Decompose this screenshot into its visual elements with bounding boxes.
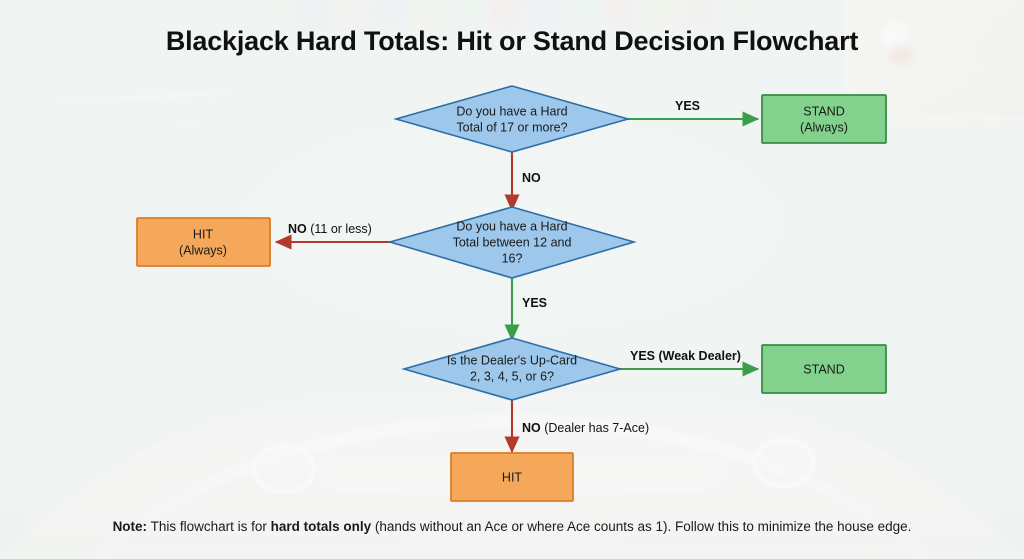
decision-3-line-2: 2, 3, 4, 5, or 6? [470,369,554,383]
decision-3-line-1: Is the Dealer's Up-Card [447,353,577,367]
edge-label-no-dealer-7-ace: NO (Dealer has 7-Ace) [522,421,649,435]
footer-note-text-1: This flowchart is for [147,519,271,534]
decision-2-line-3: 16? [502,251,523,265]
footer-note: Note: This flowchart is for hard totals … [0,519,1024,534]
hit-always-line-1: HIT [193,227,214,241]
decision-1-line-1: Do you have a Hard [456,104,567,118]
decision-dealer-upcard-2-to-6[interactable]: Is the Dealer's Up-Card 2, 3, 4, 5, or 6… [401,337,623,401]
stand-always-line-2: (Always) [800,120,848,134]
footer-note-emphasis: hard totals only [270,519,372,534]
decision-hard-total-17-or-more[interactable]: Do you have a Hard Total of 17 or more? [393,85,631,153]
stand-line-1: STAND [803,362,844,376]
decision-2-line-2: Total between 12 and [453,235,572,249]
decision-hard-total-12-to-16[interactable]: Do you have a Hard Total between 12 and … [387,206,637,279]
edge-label-no-11-or-less: NO (11 or less) [288,222,372,236]
stand-always-line-1: STAND [803,104,844,118]
node-stand[interactable]: STAND [761,344,887,394]
decision-1-line-2: Total of 17 or more? [456,120,567,134]
hit-line-1: HIT [502,470,523,484]
edge-label-yes-to-decision-3: YES [522,296,547,310]
edge-label-yes-stand-always: YES [675,99,700,113]
node-stand-always[interactable]: STAND (Always) [761,94,887,144]
page-title: Blackjack Hard Totals: Hit or Stand Deci… [165,26,859,56]
edge-label-yes-weak-dealer: YES (Weak Dealer) [630,349,741,363]
decision-2-line-1: Do you have a Hard [456,219,567,233]
node-hit-always[interactable]: HIT (Always) [136,217,271,267]
footer-note-lead: Note: [112,519,148,534]
node-hit[interactable]: HIT [450,452,574,502]
hit-always-line-2: (Always) [179,243,227,257]
edge-label-no-to-decision-2: NO [522,171,541,185]
footer-note-text-2: (hands without an Ace or where Ace count… [371,519,912,534]
